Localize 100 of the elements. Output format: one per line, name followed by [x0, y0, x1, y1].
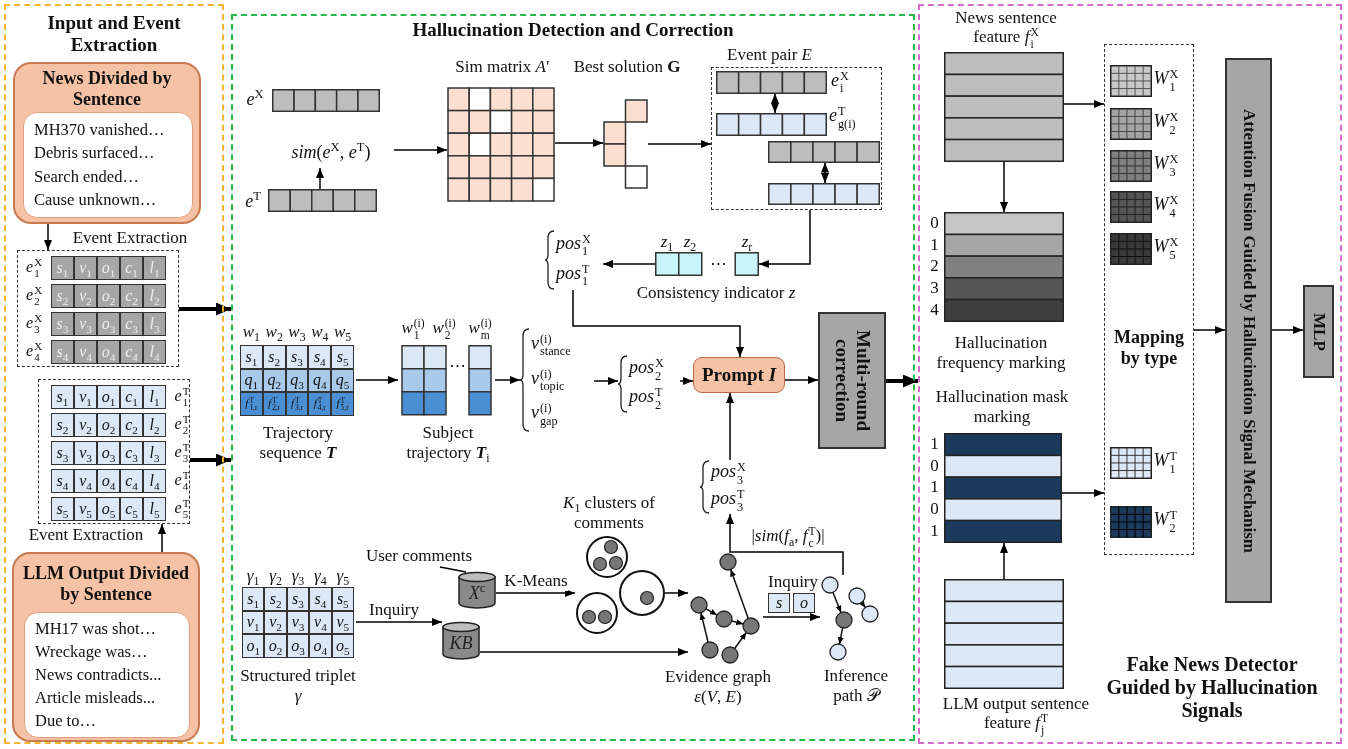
trajectory-cell: o$_{4}$	[309, 634, 332, 658]
trajectory-cell: s$_{1}$	[240, 345, 263, 369]
column-label: w$_{3}$	[288, 322, 306, 342]
sentence-text: MH370 vanished…	[34, 119, 165, 139]
event-element-cell: l$_{3}$	[143, 312, 166, 336]
ellipsis-text: ⋯	[448, 356, 466, 376]
event-element-cell: v$_{4}$	[74, 469, 97, 493]
dashed-group	[1104, 44, 1194, 555]
event-element-cell: v$_{4}$	[74, 340, 97, 364]
arrow	[355, 376, 399, 384]
column-label: w$_{1}$	[242, 322, 261, 342]
event-element-cell: v$_{5}$	[74, 497, 97, 521]
arrow	[602, 260, 656, 268]
arrow	[494, 376, 521, 384]
event-element-cell: c$_{1}$	[120, 256, 143, 280]
vector-label: e$^{X}$	[246, 88, 264, 110]
arrow	[158, 523, 166, 553]
row-index: 0	[930, 499, 939, 519]
column-label: γ$_{4}$	[314, 566, 327, 586]
process-block: Multi-round correction	[818, 312, 886, 449]
process-block: MLP	[1303, 285, 1334, 378]
event-element-cell: l$_{4}$	[143, 340, 166, 364]
double-arrow	[821, 161, 829, 184]
node-label: K$_{1}$ clusters of comments	[562, 493, 656, 533]
ellipsis-text: ⋯	[709, 254, 727, 274]
event-element-cell: o$_{4}$	[97, 340, 120, 364]
event-element-cell: o$_{4}$	[97, 469, 120, 493]
event-element-cell: v$_{1}$	[74, 385, 97, 409]
query-cell: s	[768, 593, 790, 613]
card-title: LLM Output Divided by Sentence	[21, 563, 190, 605]
indicator-label: z$_{2}$	[683, 232, 697, 252]
event-element-cell: v$_{2}$	[74, 284, 97, 308]
sentence-text: Search ended…	[34, 166, 139, 186]
panel-title: Hallucination Detection and Correction	[412, 19, 734, 41]
node-label: Structured triplet γ	[239, 666, 357, 706]
input-card	[12, 552, 200, 742]
row-index: 1	[930, 520, 939, 541]
process-block: Attention Fusion Guided by Hallucination Signal Mechanism	[1225, 58, 1272, 603]
row-index: 4	[930, 299, 939, 320]
sentence-text: Cause unknown…	[34, 190, 157, 210]
event-element-cell: o$_{1}$	[97, 385, 120, 409]
arrow	[784, 376, 819, 384]
column-label: w$_{2}$	[265, 322, 283, 342]
leader-line	[439, 566, 467, 573]
sentence-text: News contradicts...	[35, 665, 162, 684]
event-element-cell: v$_{3}$	[74, 312, 97, 336]
arrow	[1000, 542, 1008, 580]
trajectory-cell: q$_{5}$	[331, 368, 354, 393]
event-element-cell: o$_{5}$	[97, 497, 120, 521]
event-element-cell: c$_{3}$	[120, 312, 143, 336]
trajectory-cell: v$_{1}$	[242, 610, 265, 635]
event-element-cell: o$_{2}$	[97, 284, 120, 308]
arrow	[495, 589, 576, 597]
event-element-cell: l$_{1}$	[143, 256, 166, 280]
row-index: 0	[930, 455, 939, 476]
trajectory-cell: o$_{1}$	[242, 634, 265, 658]
card-title: News Divided by Sentence	[41, 68, 173, 110]
arrow	[679, 377, 694, 385]
arrow	[647, 140, 712, 148]
node-label: Best solution G	[573, 57, 681, 77]
node-label: Inference path 𝒫	[822, 666, 890, 706]
database-label: X$^{c}$	[468, 582, 486, 604]
event-element-cell: l$_{3}$	[143, 441, 166, 465]
arrow	[1271, 326, 1304, 334]
event-element-cell: s$_{5}$	[51, 497, 74, 521]
edge-label: |sim(f$_{a}$, f$_{c}$$^{T}$)|	[751, 526, 825, 550]
trajectory-cell: v$_{2}$	[264, 610, 287, 635]
annotation-text: User comments	[365, 546, 473, 566]
column-label: γ$_{1}$	[246, 566, 260, 586]
arrow	[726, 392, 734, 461]
arrow	[179, 302, 231, 316]
trajectory-cell: s$_{2}$	[264, 587, 287, 611]
event-element-cell: s$_{1}$	[51, 385, 74, 409]
event-element-cell: o$_{3}$	[97, 441, 120, 465]
event-group	[38, 379, 190, 524]
sentence-text: Article misleads...	[35, 687, 156, 707]
column-label: w$_{4}$	[311, 322, 329, 342]
event-element-cell: v$_{2}$	[74, 413, 97, 437]
arrow	[1061, 489, 1105, 497]
node-label: Hallucination mask marking	[934, 387, 1070, 427]
dashed-group	[711, 67, 882, 210]
event-element-cell: o$_{2}$	[97, 413, 120, 437]
trajectory-cell: q$_{4}$	[308, 368, 332, 393]
row-index: 2	[930, 256, 939, 276]
event-element-cell: s$_{1}$	[51, 256, 74, 280]
trajectory-cell: s$_{2}$	[262, 345, 286, 369]
indicator-label: z$_{1}$	[660, 232, 674, 252]
prompt-node: Prompt I	[693, 357, 785, 393]
column-label: γ$_{5}$	[336, 566, 350, 586]
arrow	[316, 167, 324, 190]
node-label: Sim matrix A′	[455, 57, 550, 77]
node-label: Trajectory sequence T	[258, 423, 338, 463]
arrow	[762, 613, 821, 621]
event-element-cell: c$_{2}$	[120, 413, 143, 437]
sentence-text: Due to…	[35, 710, 96, 730]
trajectory-cell: s$_{1}$	[242, 587, 265, 611]
section-panel	[918, 4, 1342, 744]
row-index: 1	[930, 434, 939, 454]
event-element-cell: v$_{1}$	[74, 256, 97, 280]
trajectory-cell: s$_{3}$	[286, 587, 310, 611]
